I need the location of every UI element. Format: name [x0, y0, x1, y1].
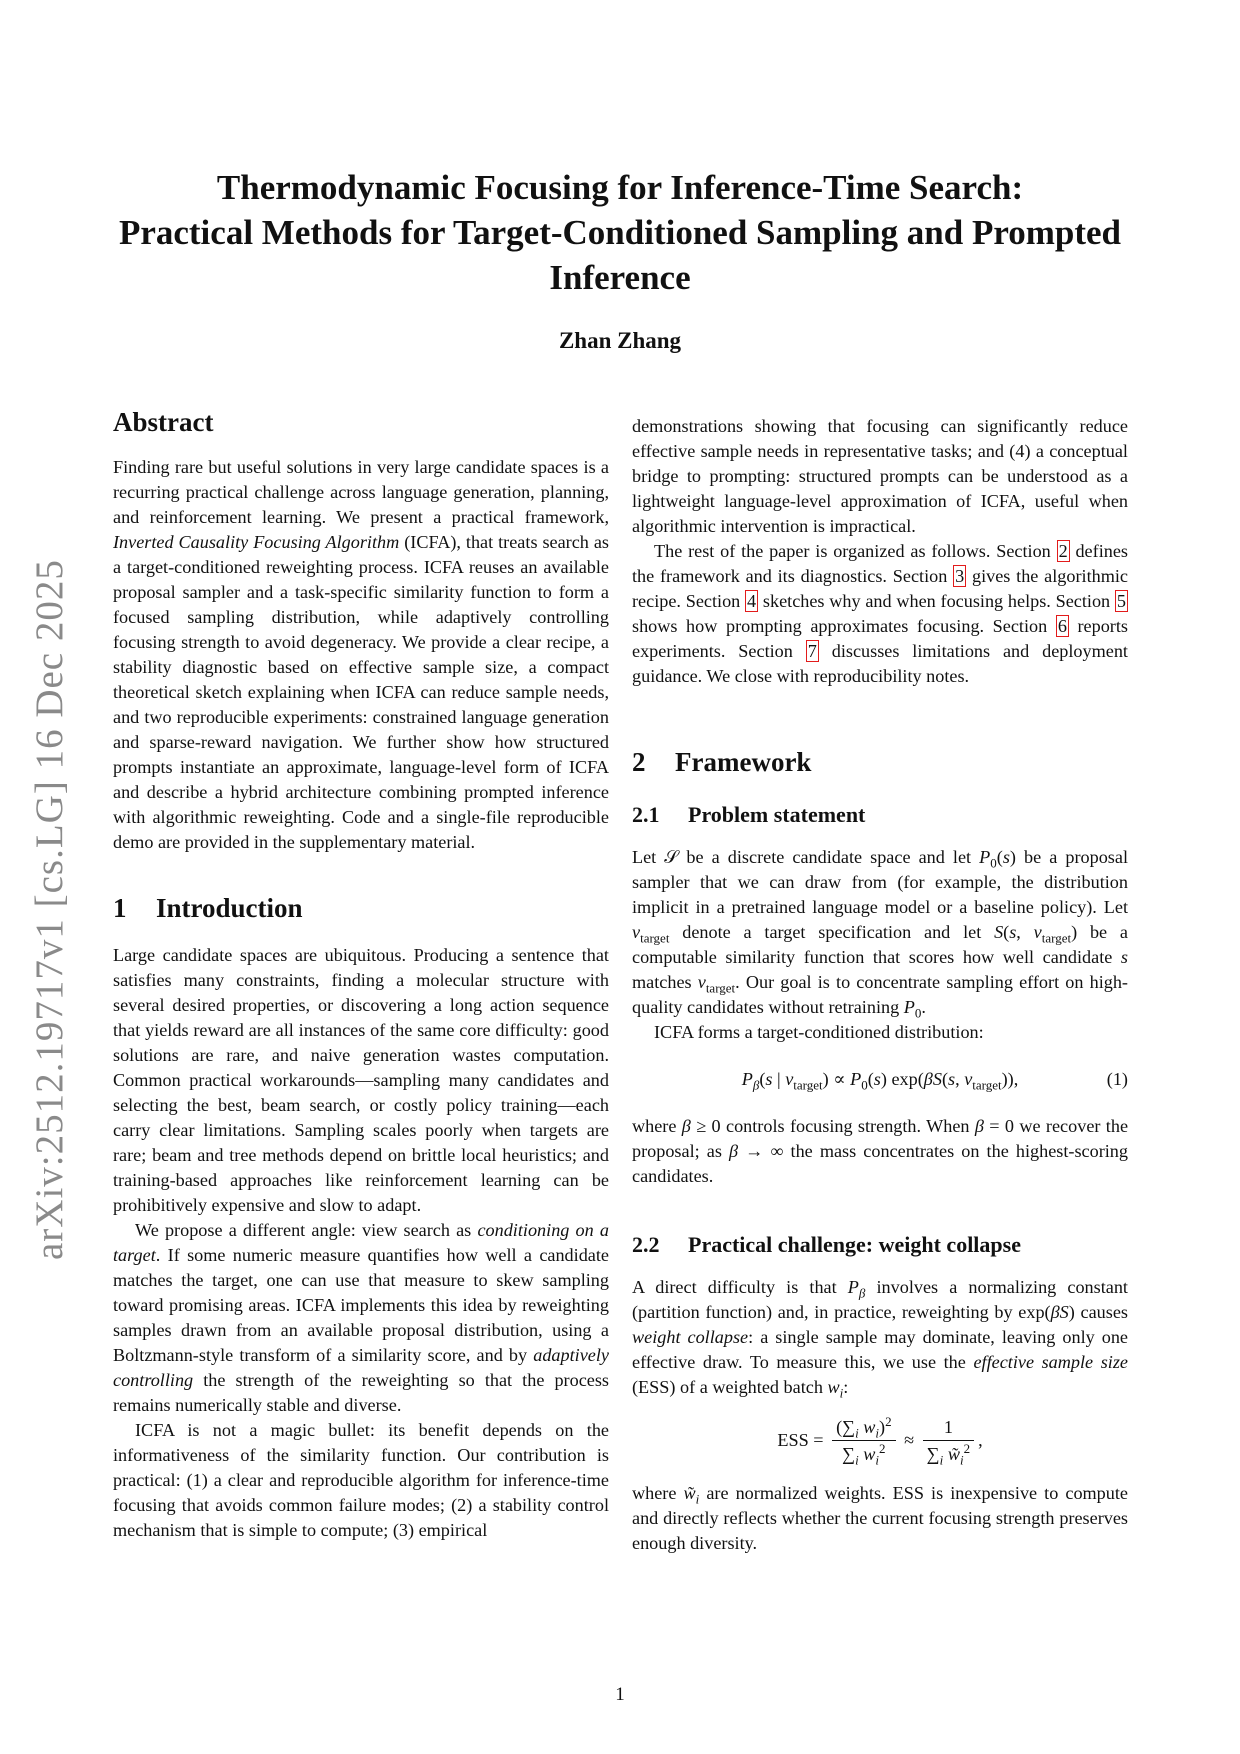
section-ref-6[interactable]: 6 — [1055, 615, 1069, 637]
abstract-text: Finding rare but useful solutions in ver… — [113, 457, 609, 852]
paper-organization: The rest of the paper is organized as fo… — [632, 540, 1129, 686]
algo-name: Inverted Causality Focusing Algorithm — [113, 532, 400, 552]
problem-statement-p1: Let 𝒮 be a discrete candidate space and … — [632, 847, 1129, 1021]
page-number: 1 — [615, 1684, 625, 1705]
section-ref-3[interactable]: 3 — [953, 565, 967, 587]
weight-collapse-p1: A direct difficulty is that Pβ involves … — [632, 1277, 1129, 1401]
equation-1-number: (1) — [1106, 1069, 1128, 1089]
problem-statement-p2: ICFA forms a target-conditioned distribu… — [654, 1022, 984, 1042]
section-ref-2[interactable]: 2 — [1056, 540, 1070, 562]
arxiv-identifier: arXiv:2512.19717v1 [cs.LG] 16 Dec 2025 — [28, 559, 71, 1260]
abstract-heading: Abstract — [113, 407, 214, 437]
section-ref-7[interactable]: 7 — [805, 640, 819, 662]
title-line-3: Inference — [549, 258, 691, 297]
author-name: Zhan Zhang — [558, 328, 682, 353]
equation-1: Pβ(s | vtarget) ∝ P0(s) exp(βS(s, vtarge… — [741, 1069, 1128, 1093]
ess-equation: ESS = (∑i wi)2∑i wi2 ≈ 1∑i w̃i2, — [777, 1413, 983, 1468]
problem-statement-p3: where β ≥ 0 controls focusing strength. … — [632, 1116, 1129, 1186]
title-line-1: Thermodynamic Focusing for Inference-Tim… — [216, 168, 1024, 207]
section-ref-5[interactable]: 5 — [1114, 590, 1129, 612]
right-column: demonstrations showing that focusing can… — [632, 414, 1129, 1556]
paper-title: Thermodynamic Focusing for Inference-Tim… — [100, 165, 1140, 300]
intro-paragraph-2: We propose a different angle: view searc… — [113, 1220, 609, 1415]
intro-continuation: demonstrations showing that focusing can… — [632, 416, 1128, 536]
weight-collapse-p2: where w̃i are normalized weights. ESS is… — [632, 1483, 1129, 1553]
intro-paragraph-1: Large candidate spaces are ubiquitous. P… — [113, 945, 609, 1215]
intro-paragraph-3: ICFA is not a magic bullet: its benefit … — [113, 1420, 609, 1540]
title-line-2: Practical Methods for Target-Conditioned… — [118, 213, 1122, 252]
left-column: Abstract Finding rare but useful solutio… — [113, 405, 609, 1543]
section-ref-4[interactable]: 4 — [745, 590, 759, 612]
